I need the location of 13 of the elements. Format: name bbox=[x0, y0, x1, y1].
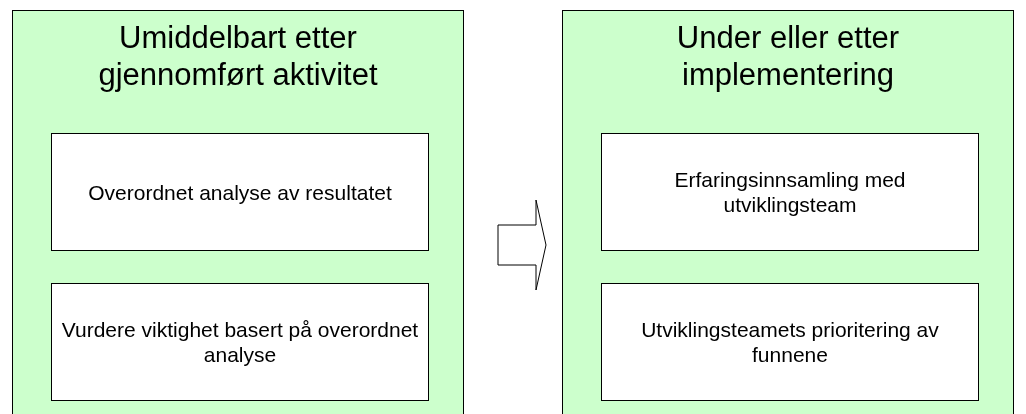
block-arrow bbox=[497, 199, 547, 291]
box-text: Vurdere viktighet basert på overordnet analyse bbox=[60, 317, 420, 367]
panel-title: Under eller etter implementering bbox=[675, 19, 901, 93]
box-text: Utviklingsteamets prioritering av funnene bbox=[640, 317, 940, 367]
group-panel bbox=[12, 10, 464, 414]
process-box bbox=[601, 133, 979, 251]
box-text: Erfaringsinnsamling med utviklingsteam bbox=[673, 167, 907, 217]
process-box bbox=[601, 283, 979, 401]
group-panel bbox=[562, 10, 1014, 414]
panel-title: Umiddelbart etter gjennomført aktivitet bbox=[97, 19, 379, 93]
process-box bbox=[51, 133, 429, 251]
box-text: Overordnet analyse av resultatet bbox=[87, 179, 393, 205]
process-box bbox=[51, 283, 429, 401]
